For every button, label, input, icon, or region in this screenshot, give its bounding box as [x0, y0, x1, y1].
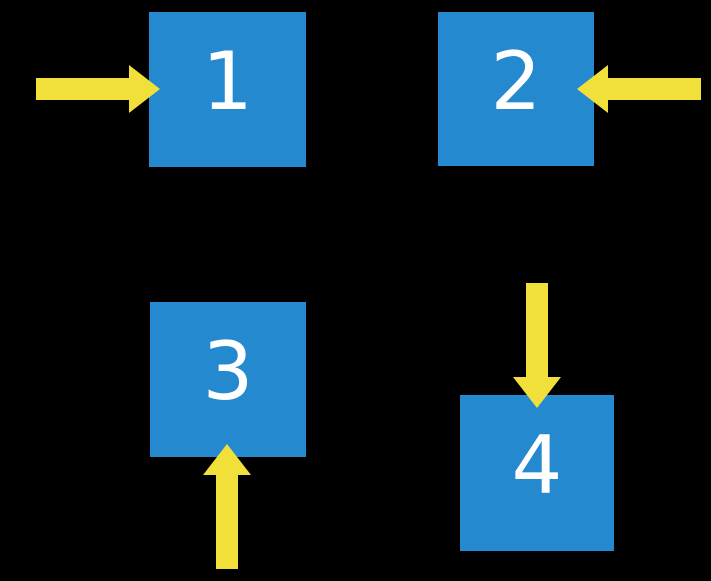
square-4-label: 4 [511, 418, 563, 512]
arrow-right-icon [36, 65, 160, 113]
square-3-label: 3 [202, 325, 254, 418]
square-1[interactable]: 1 [149, 12, 306, 167]
arrow-left-icon [577, 65, 701, 113]
arrow-up-icon [203, 444, 251, 569]
square-2[interactable]: 2 [438, 12, 594, 166]
square-2-label: 2 [490, 34, 542, 128]
square-3[interactable]: 3 [150, 302, 306, 457]
square-1-label: 1 [202, 35, 253, 128]
arrow-down-icon [513, 283, 561, 408]
square-4[interactable]: 4 [460, 395, 614, 551]
